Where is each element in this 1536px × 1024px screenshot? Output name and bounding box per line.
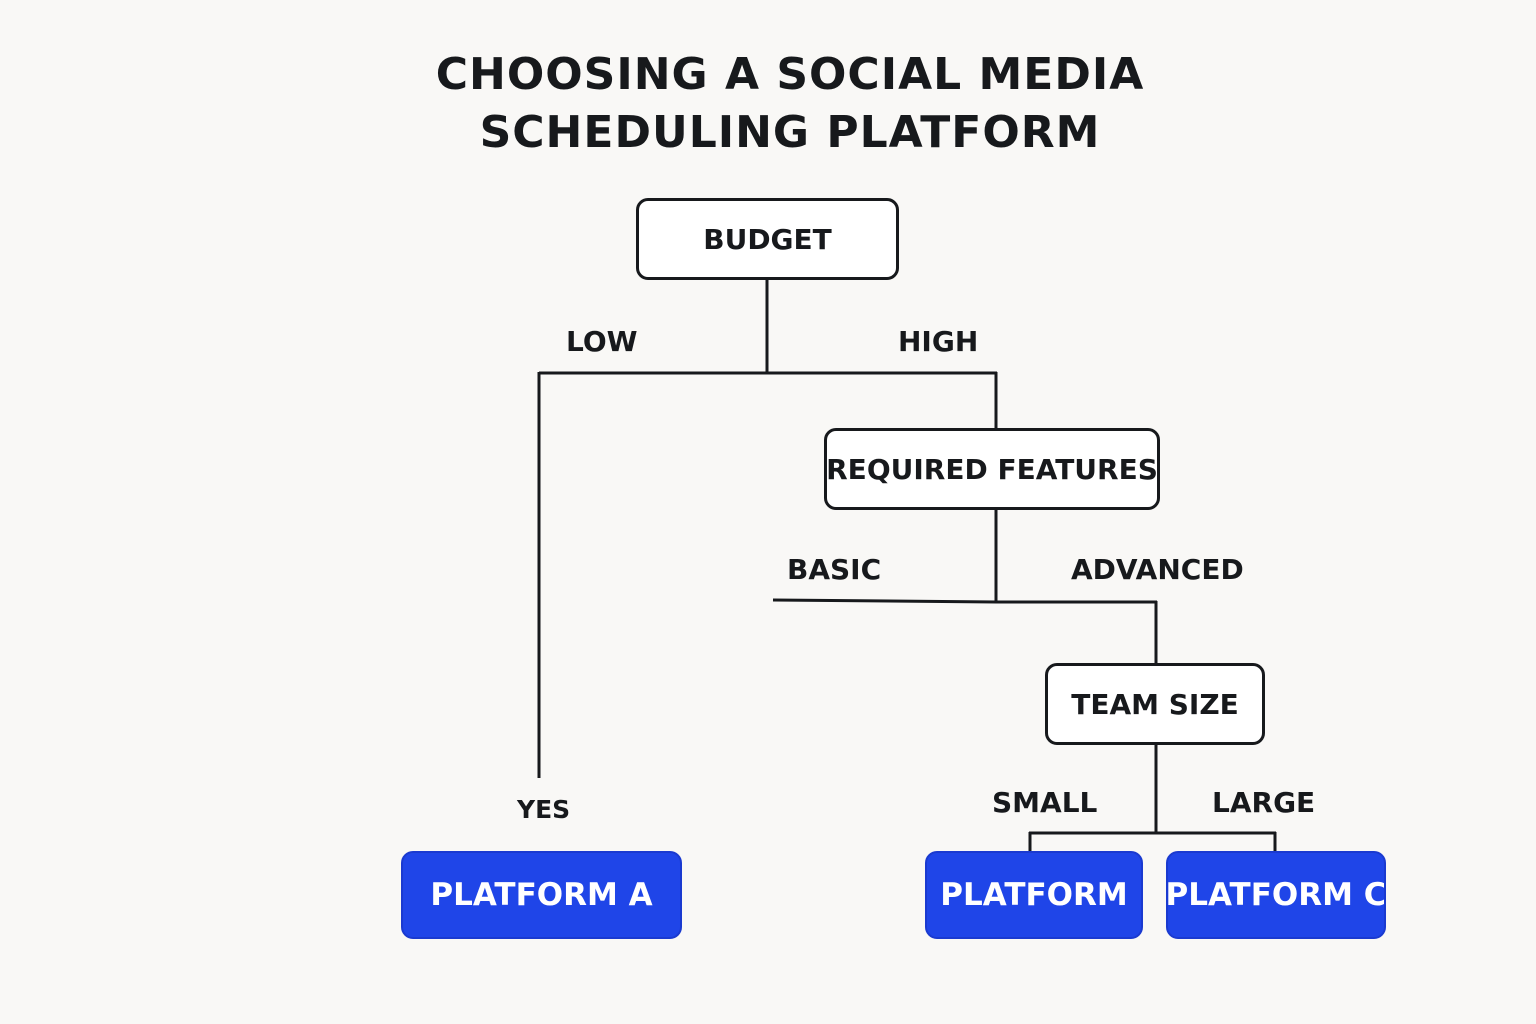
budget-label: BUDGET — [703, 222, 832, 256]
diagram-title: CHOOSING A SOCIAL MEDIA SCHEDULING PLATF… — [0, 46, 1536, 162]
platform-b-result: PLATFORM — [925, 851, 1143, 939]
platform-c-label: PLATFORM C — [1166, 877, 1386, 913]
required-features-label: REQUIRED FEATURES — [826, 452, 1158, 486]
edge-label-large: LARGE — [1212, 786, 1316, 819]
edge-label-low: LOW — [566, 325, 638, 358]
edge-label-yes: YES — [517, 795, 571, 824]
platform-c-result: PLATFORM C — [1166, 851, 1386, 939]
title-line-1: CHOOSING A SOCIAL MEDIA — [435, 49, 1145, 100]
team-size-node: TEAM SIZE — [1045, 663, 1265, 745]
title-line-2: SCHEDULING PLATFORM — [479, 107, 1101, 158]
edge-label-high: HIGH — [898, 325, 979, 358]
edge-label-advanced: ADVANCED — [1071, 553, 1244, 586]
platform-a-result: PLATFORM A — [401, 851, 682, 939]
platform-b-label: PLATFORM — [940, 877, 1128, 913]
required-features-node: REQUIRED FEATURES — [824, 428, 1160, 510]
budget-node: BUDGET — [636, 198, 899, 280]
platform-a-label: PLATFORM A — [430, 877, 653, 913]
edge-label-small: SMALL — [992, 786, 1098, 819]
connector-features-branch — [772, 598, 1157, 604]
edge-label-basic: BASIC — [787, 553, 882, 586]
team-size-label: TEAM SIZE — [1071, 687, 1239, 721]
